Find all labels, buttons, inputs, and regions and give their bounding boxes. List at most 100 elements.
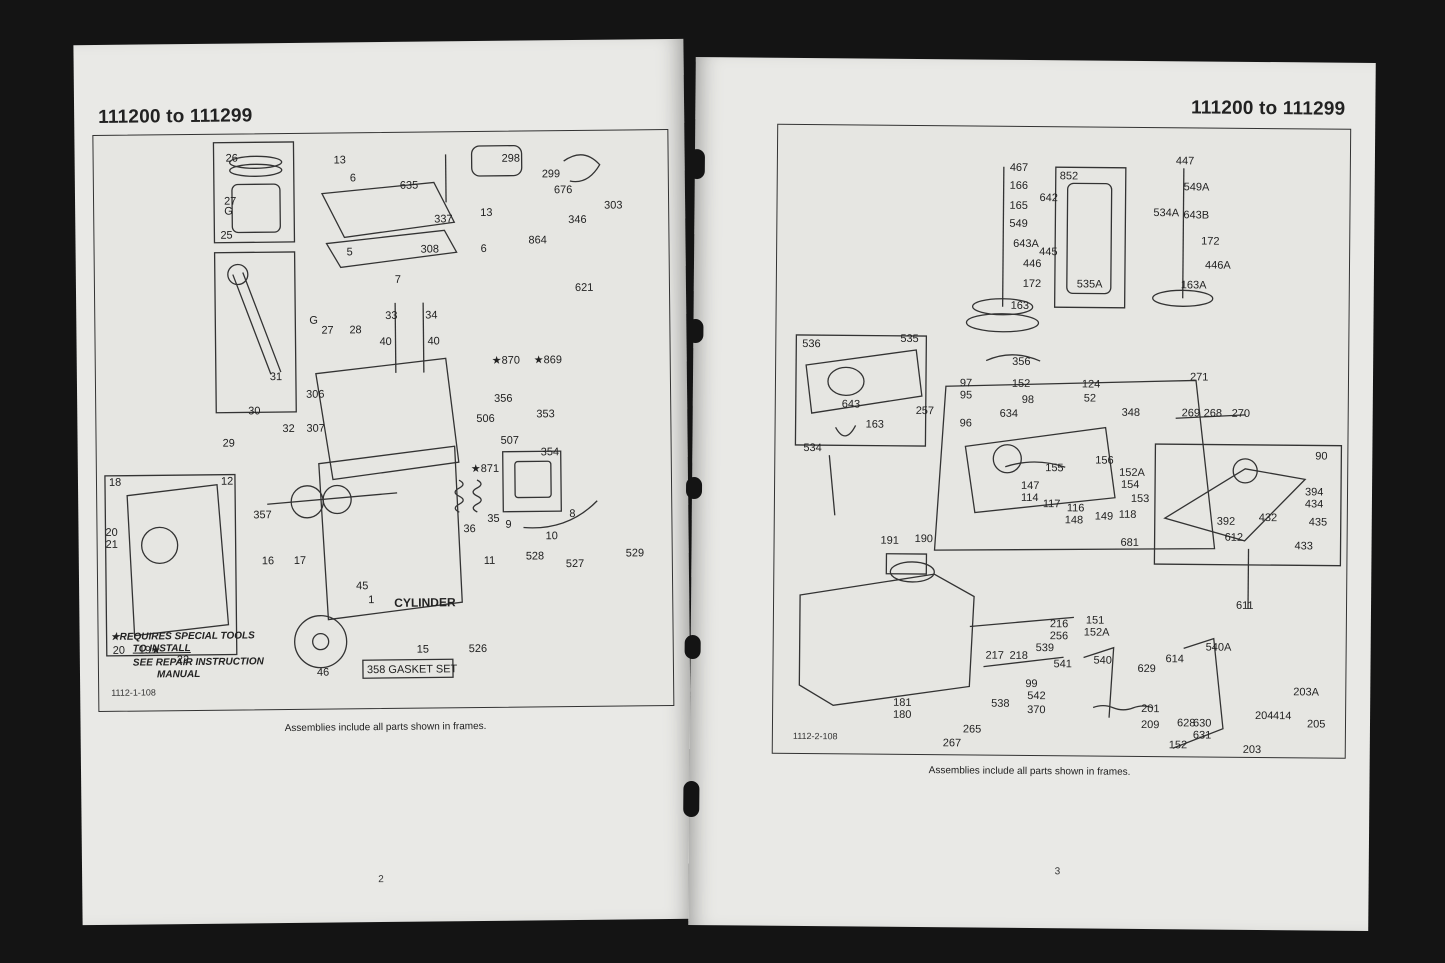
page-range-title: 111200 to 111299 <box>1190 97 1346 120</box>
svg-text:26: 26 <box>226 153 238 165</box>
svg-text:356: 356 <box>494 393 512 405</box>
svg-text:28: 28 <box>349 324 361 336</box>
svg-text:536: 536 <box>802 338 820 350</box>
svg-text:432: 432 <box>1259 512 1277 524</box>
svg-text:152A: 152A <box>1119 467 1145 479</box>
svg-text:21: 21 <box>106 539 118 551</box>
svg-text:370: 370 <box>1027 704 1045 716</box>
svg-text:643B: 643B <box>1183 209 1209 221</box>
svg-text:681: 681 <box>1121 537 1139 549</box>
special-tools-note-line1: ★REQUIRES SPECIAL TOOLS <box>110 630 255 643</box>
svg-text:864: 864 <box>528 234 546 246</box>
svg-text:191: 191 <box>881 535 899 547</box>
drawing-code: 1112-2-108 <box>792 730 838 742</box>
right-page: 111200 to 111299 <box>683 57 1376 931</box>
svg-text:203: 203 <box>1243 744 1261 756</box>
svg-text:1: 1 <box>368 594 374 606</box>
svg-text:414: 414 <box>1273 710 1291 722</box>
svg-text:151: 151 <box>1086 614 1104 626</box>
svg-text:534A: 534A <box>1153 207 1179 219</box>
svg-text:356: 356 <box>1012 356 1030 368</box>
piston-assembly-frame <box>212 141 296 244</box>
svg-text:205: 205 <box>1307 718 1325 730</box>
svg-text:★871: ★871 <box>471 463 499 475</box>
fuel-pump-frame <box>1153 443 1343 567</box>
svg-text:12: 12 <box>221 476 233 488</box>
svg-text:97: 97 <box>960 377 972 389</box>
svg-text:542: 542 <box>1027 690 1045 702</box>
svg-text:52: 52 <box>1084 392 1096 404</box>
svg-text:676: 676 <box>554 184 572 196</box>
svg-text:10: 10 <box>546 530 558 542</box>
cylinder-label: CYLINDER <box>394 595 456 610</box>
svg-text:307: 307 <box>306 423 324 435</box>
svg-text:434: 434 <box>1305 498 1323 510</box>
svg-text:217: 217 <box>986 650 1004 662</box>
svg-text:218: 218 <box>1010 650 1028 662</box>
svg-text:★870: ★870 <box>492 355 520 367</box>
svg-text:446A: 446A <box>1205 260 1231 272</box>
svg-text:13: 13 <box>480 207 492 219</box>
svg-text:634: 634 <box>1000 408 1018 420</box>
svg-text:45: 45 <box>356 580 368 592</box>
svg-text:16: 16 <box>262 555 274 567</box>
svg-text:612: 612 <box>1225 532 1243 544</box>
binder-hole <box>684 634 701 660</box>
svg-text:392: 392 <box>1217 516 1235 528</box>
svg-text:299: 299 <box>542 168 560 180</box>
special-tools-note-line2: TO INSTALL <box>132 643 191 655</box>
svg-text:19★: 19★ <box>139 644 161 656</box>
svg-text:40: 40 <box>379 336 391 348</box>
svg-text:348: 348 <box>1122 407 1140 419</box>
svg-text:190: 190 <box>915 533 933 545</box>
svg-text:40: 40 <box>427 335 439 347</box>
air-cleaner-frame <box>794 334 928 447</box>
svg-text:549: 549 <box>1009 218 1027 230</box>
svg-text:216: 216 <box>1050 618 1068 630</box>
svg-text:172: 172 <box>1201 235 1219 247</box>
svg-text:631: 631 <box>1193 729 1211 741</box>
svg-text:271: 271 <box>1190 371 1208 383</box>
page-range-title: 111200 to 111299 <box>98 105 253 128</box>
svg-text:298: 298 <box>502 153 520 165</box>
svg-text:118: 118 <box>1119 509 1137 521</box>
svg-text:506: 506 <box>476 413 494 425</box>
svg-text:8: 8 <box>569 508 575 520</box>
svg-text:353: 353 <box>536 408 554 420</box>
svg-text:628: 628 <box>1177 717 1195 729</box>
svg-text:152A: 152A <box>1084 626 1110 638</box>
svg-text:540: 540 <box>1093 655 1111 667</box>
svg-text:535A: 535A <box>1077 278 1103 290</box>
svg-text:18: 18 <box>109 477 121 489</box>
svg-text:90: 90 <box>1315 450 1327 462</box>
svg-text:30: 30 <box>248 405 260 417</box>
binder-hole <box>685 476 703 500</box>
svg-text:124: 124 <box>1082 378 1100 390</box>
svg-text:27: 27 <box>224 196 236 208</box>
svg-text:99: 99 <box>1025 678 1037 690</box>
svg-text:148: 148 <box>1065 514 1083 526</box>
svg-text:534: 534 <box>803 442 821 454</box>
svg-text:95: 95 <box>960 389 972 401</box>
svg-text:172: 172 <box>1023 278 1041 290</box>
svg-text:346: 346 <box>568 214 586 226</box>
svg-text:32: 32 <box>282 423 294 435</box>
svg-text:526: 526 <box>469 643 487 655</box>
svg-text:643A: 643A <box>1013 238 1039 250</box>
svg-text:163A: 163A <box>1181 279 1207 291</box>
svg-text:163: 163 <box>1011 300 1029 312</box>
svg-text:635: 635 <box>400 180 418 192</box>
gasket-set-label: 358 GASKET SET <box>367 663 458 676</box>
svg-text:549A: 549A <box>1184 181 1210 193</box>
svg-text:306: 306 <box>306 389 324 401</box>
svg-text:35: 35 <box>487 513 499 525</box>
svg-text:435: 435 <box>1309 516 1327 528</box>
gasket-set-box <box>362 658 454 679</box>
svg-text:204: 204 <box>1255 710 1273 722</box>
svg-text:181: 181 <box>893 697 911 709</box>
binder-hole <box>683 780 700 818</box>
crankcase-cover-frame <box>104 473 238 657</box>
